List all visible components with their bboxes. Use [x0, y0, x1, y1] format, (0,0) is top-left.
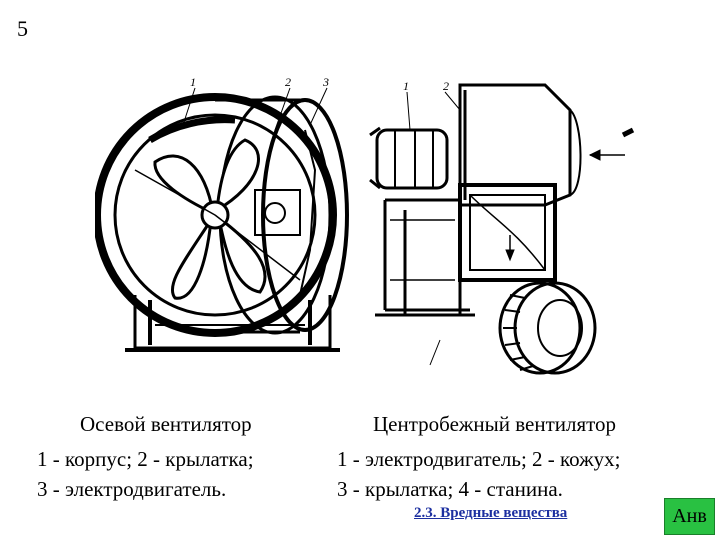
axial-fan-title: Осевой вентилятор — [80, 412, 252, 436]
axial-fan-drawing: 1 2 3 — [95, 75, 349, 352]
centrifugal-fan-legend-line1: 1 - электродвигатель; 2 - кожух; — [337, 447, 621, 471]
nav-button[interactable]: Анв — [664, 498, 715, 535]
centrifugal-callout-1: 1 — [403, 79, 409, 93]
axial-callout-2: 2 — [285, 75, 291, 89]
centrifugal-fan-drawing: 1 2 — [369, 79, 635, 375]
centrifugal-fan-legend-line2: 3 - крылатка; 4 - станина. — [337, 477, 563, 501]
centrifugal-fan-title: Центробежный вентилятор — [373, 412, 617, 436]
axial-fan-legend-line1: 1 - корпус; 2 - крылатка; — [37, 447, 254, 471]
axial-callout-3: 3 — [322, 75, 329, 89]
slide-number: 5 — [17, 16, 28, 41]
axial-fan-legend-line2: 3 - электродвигатель. — [37, 477, 227, 501]
axial-callout-1: 1 — [190, 75, 196, 89]
section-link[interactable]: 2.3. Вредные вещества — [414, 505, 568, 521]
centrifugal-callout-2: 2 — [443, 79, 449, 93]
